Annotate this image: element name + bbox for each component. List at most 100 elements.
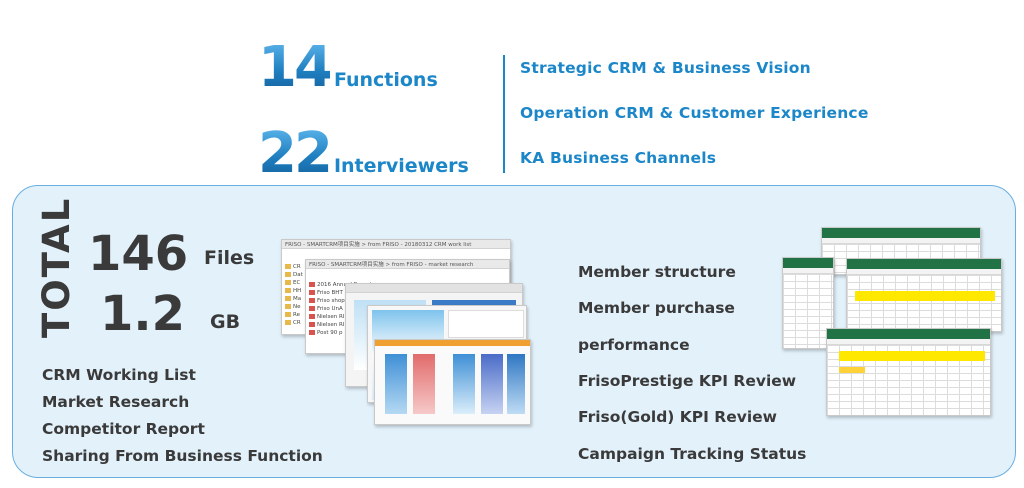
- item-crm-working-list: CRM Working List: [42, 366, 196, 384]
- excel-toolbar: [822, 238, 980, 244]
- folder-row: Ma: [282, 295, 510, 303]
- folder-row: Ne: [282, 303, 510, 311]
- folder-row: EC: [282, 279, 510, 287]
- file-window-market-path: FRISO - SMARTCRM项目实施 > from FRISO - mark…: [309, 262, 474, 268]
- file-row: Friso BHT: [306, 289, 509, 297]
- folder-icon: [285, 312, 291, 317]
- stat-interviewers: 22 Interviewers: [258, 126, 469, 182]
- folder-icon: [285, 320, 291, 325]
- excel-grid: [783, 274, 833, 348]
- file-row: Nielsen RI: [306, 321, 509, 329]
- excel-window-4: [826, 328, 991, 416]
- slide-top-strip: [375, 340, 530, 346]
- folder-row: Re: [282, 311, 510, 319]
- file-name: Friso UnA: [317, 306, 343, 312]
- pdf-icon: [309, 290, 315, 295]
- folder-row: Dat: [282, 271, 510, 279]
- folder-name: Ma: [293, 296, 302, 302]
- files-count: 146: [88, 226, 189, 282]
- item-market-research: Market Research: [42, 393, 190, 411]
- files-unit: Files: [204, 247, 255, 269]
- topic-operation-crm: Operation CRM & Customer Experience: [520, 104, 869, 122]
- folder-list: CR Dat EC HH Ma Ne Re CR: [282, 249, 510, 327]
- folder-row: HH: [282, 287, 510, 295]
- functions-count: 14: [258, 35, 333, 100]
- folder-icon: [285, 296, 291, 301]
- interviewers-label: Interviewers: [333, 155, 469, 177]
- size-value: 1.2: [100, 286, 186, 342]
- file-list: 2016 Annual Report Friso BHT Friso shop …: [306, 269, 509, 337]
- folder-icon: [285, 280, 291, 285]
- item-sharing-business: Sharing From Business Function: [42, 447, 323, 465]
- functions-label: Functions: [333, 69, 438, 91]
- phone-screen-3: [453, 354, 475, 414]
- excel-ribbon: [847, 259, 1001, 269]
- phone-screen-5: [507, 354, 525, 414]
- file-name: Nielsen RI: [317, 314, 345, 320]
- highlighted-cell: [839, 367, 865, 373]
- slide-preview-3: [374, 339, 531, 425]
- folder-name: Re: [293, 312, 300, 318]
- excel-grid: [847, 275, 1001, 331]
- item-member-purchase: Member purchase: [578, 299, 735, 317]
- slide-preview-1-bar: [346, 284, 522, 293]
- interviewers-count: 22: [258, 121, 333, 186]
- folder-icon: [285, 304, 291, 309]
- pdf-icon: [309, 298, 315, 303]
- folder-name: CR: [293, 320, 301, 326]
- file-row: 2016 Annual Report: [306, 281, 509, 289]
- file-window-worklist-bar: FRISO - SMARTCRM项目实施 > from FRISO - 2018…: [282, 240, 510, 249]
- file-row: Friso UnA: [306, 305, 509, 313]
- phone-screen-4: [481, 354, 503, 414]
- excel-toolbar: [783, 268, 833, 274]
- folder-name: EC: [293, 280, 301, 286]
- file-row: Nielsen RI: [306, 313, 509, 321]
- topic-strategic-crm: Strategic CRM & Business Vision: [520, 59, 811, 77]
- size-unit: GB: [210, 311, 241, 333]
- stat-functions: 14 Functions: [258, 40, 438, 96]
- folder-name: CR: [293, 264, 301, 270]
- pdf-icon: [309, 306, 315, 311]
- folder-icon: [285, 264, 291, 269]
- phone-screen-2: [413, 354, 435, 414]
- folder-name: Ne: [293, 304, 301, 310]
- pdf-icon: [309, 322, 315, 327]
- file-name: Nielsen RI: [317, 322, 345, 328]
- folder-name: HH: [293, 288, 302, 294]
- excel-toolbar: [847, 269, 1001, 275]
- highlighted-header-row: [855, 291, 995, 301]
- pdf-icon: [309, 330, 315, 335]
- folder-name: Dat: [293, 272, 303, 278]
- item-friso-gold-kpi: Friso(Gold) KPI Review: [578, 408, 778, 426]
- item-competitor-report: Competitor Report: [42, 420, 205, 438]
- file-name: Post 90 p: [317, 330, 343, 336]
- topic-ka-channels: KA Business Channels: [520, 149, 717, 167]
- item-performance: performance: [578, 336, 690, 354]
- folder-icon: [285, 272, 291, 277]
- item-member-structure: Member structure: [578, 263, 736, 281]
- excel-ribbon: [783, 258, 833, 268]
- excel-window-3: [846, 258, 1002, 332]
- folder-icon: [285, 288, 291, 293]
- vertical-divider: [503, 55, 505, 173]
- file-name: Friso BHT: [317, 290, 343, 296]
- file-name: 2016 Annual Report: [317, 282, 372, 288]
- file-window-market-bar: FRISO - SMARTCRM项目实施 > from FRISO - mark…: [306, 260, 509, 269]
- excel-toolbar: [827, 339, 990, 345]
- pdf-icon: [309, 282, 315, 287]
- excel-ribbon: [822, 228, 980, 238]
- pdf-icon: [309, 314, 315, 319]
- highlighted-title-row: [839, 351, 985, 361]
- folder-row: CR: [282, 263, 510, 271]
- file-name: Friso shop: [317, 298, 345, 304]
- phone-screen-1: [385, 354, 407, 414]
- total-heading: TOTAL: [35, 196, 78, 338]
- item-frisoprestige-kpi: FrisoPrestige KPI Review: [578, 372, 797, 390]
- item-campaign-tracking: Campaign Tracking Status: [578, 445, 807, 463]
- folder-row: CR: [282, 319, 510, 327]
- file-row: Post 90 p: [306, 329, 509, 337]
- excel-window-2: [782, 257, 834, 349]
- ad-text-block: [448, 310, 524, 338]
- file-row: Friso shop: [306, 297, 509, 305]
- file-window-worklist-path: FRISO - SMARTCRM项目实施 > from FRISO - 2018…: [285, 242, 472, 248]
